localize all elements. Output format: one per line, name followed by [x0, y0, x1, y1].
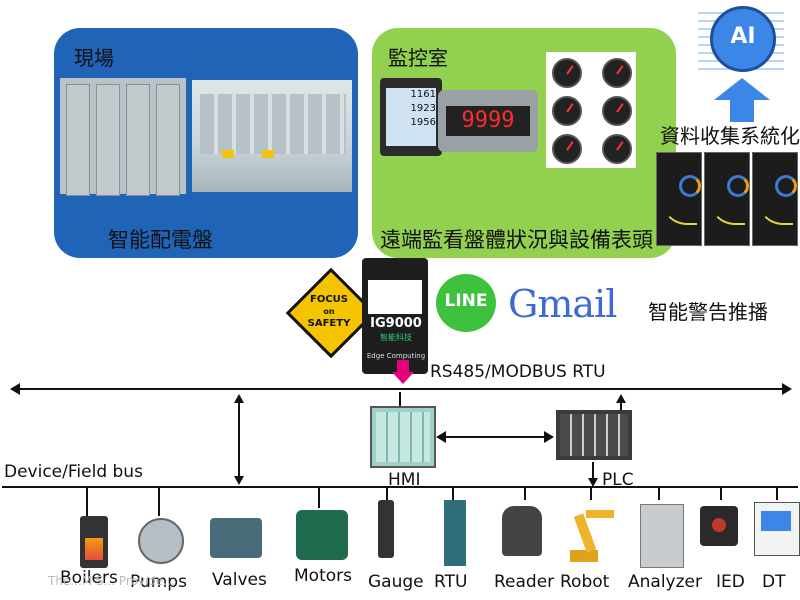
- device-label-pumps: Pumps: [130, 572, 187, 592]
- dt-icon: [754, 502, 800, 556]
- motors-drop: [318, 486, 320, 508]
- gauge-sensor-icon: [378, 500, 394, 558]
- focus-sign-line1: FOCUS: [310, 294, 348, 305]
- hmi-plc-arrow-right: [544, 431, 554, 443]
- hmi-plc-link: [444, 436, 544, 438]
- field-bus-line: [2, 486, 798, 488]
- device-label-rtu: RTU: [434, 572, 468, 592]
- rs485-label: RS485/MODBUS RTU: [430, 362, 606, 382]
- gauge-drop: [386, 486, 388, 500]
- gateway-maker: 智能科技: [380, 333, 412, 342]
- device-label-ied: IED: [716, 572, 745, 592]
- pink-down-arrow-icon: [392, 360, 414, 386]
- device-label-valves: Valves: [212, 570, 267, 590]
- hmi-label: HMI: [388, 470, 421, 490]
- plc-label: PLC: [602, 470, 634, 490]
- valve-icon: [210, 518, 262, 558]
- line-app-text: LINE: [444, 291, 488, 311]
- power-meter: 1161 1923 1956: [380, 78, 442, 156]
- switchgear-photo-2: [192, 80, 352, 192]
- dt-drop: [776, 486, 778, 500]
- plc-down-connector: [592, 462, 594, 484]
- hmi-panel: [370, 406, 436, 468]
- up-arrow-icon: [714, 78, 770, 122]
- panel-meter-display: 9999: [446, 106, 530, 136]
- boilers-drop: [86, 486, 88, 516]
- hmi-plc-arrow-left: [436, 431, 446, 443]
- line-app-icon: LINE: [436, 274, 496, 332]
- hmi-connector: [399, 392, 401, 406]
- warning-push-label: 智能警告推播: [648, 300, 768, 324]
- rtu-icon: [444, 500, 466, 566]
- gauges-cluster: [546, 52, 636, 168]
- reader-drop: [524, 486, 526, 500]
- plc-rack: [556, 410, 632, 460]
- ied-icon: [700, 506, 738, 546]
- reader-icon: [502, 506, 542, 556]
- device-label-gauge: Gauge: [368, 572, 424, 592]
- gateway-device: IG9000 智能科技 Edge Computing: [362, 258, 428, 374]
- gmail-logo-icon: Gmail: [508, 282, 617, 326]
- plc-arrow-down: [588, 478, 598, 487]
- power-meter-display: 1161 1923 1956: [386, 88, 436, 146]
- field-panel-caption: 智能配電盤: [108, 228, 213, 252]
- pumps-drop: [158, 486, 160, 516]
- gateway-subtitle: Edge Computing: [366, 352, 426, 360]
- valves-arrow-down: [234, 476, 244, 485]
- ai-badge-text: AI: [730, 24, 756, 49]
- field-panel-title: 現場: [74, 46, 114, 70]
- rs485-bus-line: [18, 388, 782, 390]
- device-label-robot: Robot: [560, 572, 610, 592]
- dashboard-screen-1: [656, 152, 702, 246]
- dashboard-screen-2: [704, 152, 750, 246]
- device-label-reader: Reader: [494, 572, 555, 592]
- device-label-analyzer: Analyzer: [628, 572, 702, 592]
- ai-label: 資料收集系統化: [660, 124, 800, 148]
- rs485-arrow-left: [10, 383, 20, 395]
- pump-icon: [138, 518, 184, 564]
- robot-arm-icon: [562, 500, 618, 566]
- focus-on-safety-sign: FOCUS on SAFETY: [285, 267, 377, 359]
- boiler-icon: [80, 516, 108, 568]
- plc-arrow-up: [616, 394, 626, 403]
- control-panel-title: 監控室: [388, 46, 448, 70]
- device-label-motors: Motors: [294, 566, 352, 586]
- robot-drop: [590, 486, 592, 500]
- valves-connector: [238, 396, 240, 482]
- gateway-model: IG9000: [370, 316, 422, 331]
- ied-drop: [720, 486, 722, 500]
- rtu-drop: [452, 486, 454, 500]
- switchgear-photo-1: [60, 78, 186, 196]
- watermark-text: The...M S... Provide...: [48, 574, 175, 588]
- ai-chip-icon: AI: [698, 2, 784, 80]
- panel-meter: 9999: [438, 90, 538, 152]
- analyzer-icon: [640, 504, 684, 568]
- device-label-dt: DT: [762, 572, 786, 592]
- motor-icon: [296, 510, 348, 560]
- focus-sign-line3: SAFETY: [307, 318, 351, 329]
- valves-arrow-up: [234, 394, 244, 403]
- analyzer-drop: [658, 486, 660, 500]
- focus-sign-line2: on: [323, 307, 335, 316]
- device-label-boilers: Boilers: [60, 568, 118, 588]
- rs485-arrow-right: [782, 383, 792, 395]
- plc-connector: [620, 396, 622, 410]
- field-bus-label: Device/Field bus: [4, 462, 143, 482]
- dashboard-screen-3: [752, 152, 798, 246]
- control-panel-caption: 遠端監看盤體狀況與設備表頭: [380, 228, 653, 252]
